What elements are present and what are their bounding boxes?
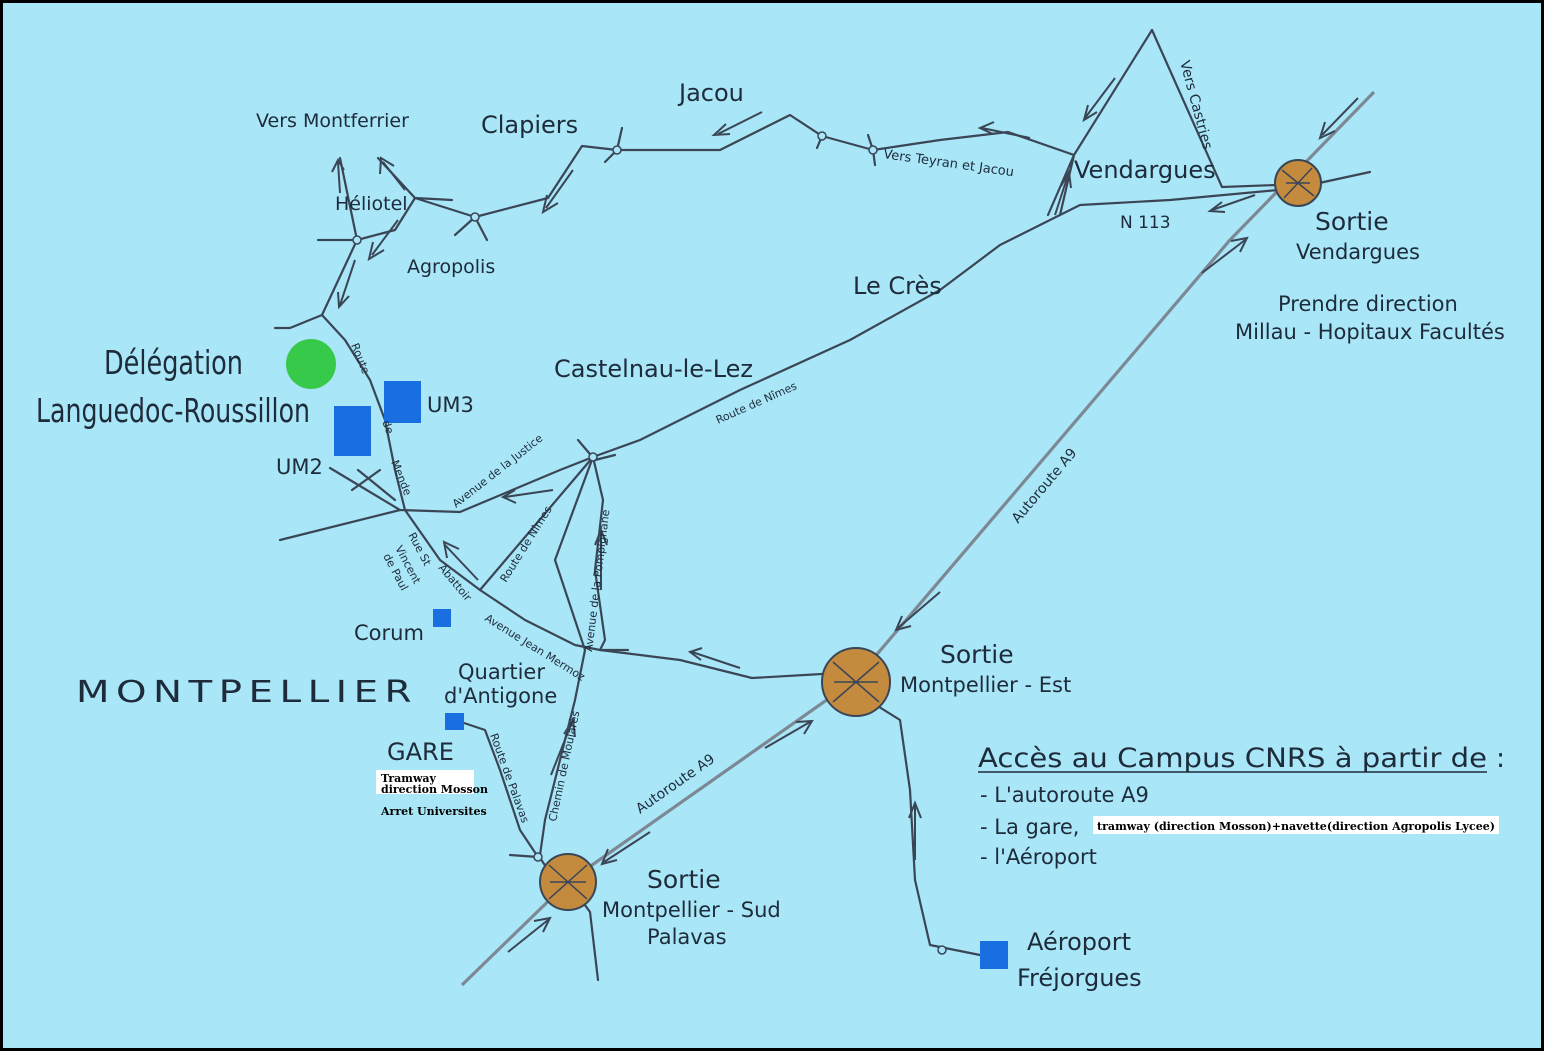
label-exit-vendargues-sub: Vendargues	[1296, 240, 1420, 264]
label-exit-sud-title: Sortie	[647, 865, 721, 894]
label-delegation-line1: Délégation	[104, 343, 243, 382]
um3-marker	[384, 381, 421, 423]
exit-montpellier-est-marker	[821, 647, 891, 717]
road-junctions	[352, 131, 947, 955]
label-castelnau: Castelnau-le-Lez	[554, 355, 753, 383]
legend-item-gare: - La gare,	[980, 815, 1079, 839]
label-exit-est-title: Sortie	[940, 640, 1014, 669]
legend-title: Accès au Campus CNRS à partir de	[978, 743, 1487, 774]
tram-note-line2: direction Mosson	[381, 783, 488, 796]
label-um3: UM3	[427, 393, 474, 417]
label-quartier-line2: d'Antigone	[444, 684, 557, 708]
label-exit-vendargues-note1: Prendre direction	[1278, 292, 1458, 316]
legend-item-gare-note: tramway (direction Mosson)+navette(direc…	[1097, 820, 1495, 833]
label-vers-montferrier: Vers Montferrier	[256, 110, 409, 132]
label-delegation-line2: Languedoc-Roussillon	[36, 391, 310, 430]
label-exit-est-sub: Montpellier - Est	[900, 673, 1071, 697]
delegation-marker	[286, 339, 336, 389]
label-le-cres: Le Crès	[853, 272, 942, 300]
label-gare: GARE	[387, 738, 454, 766]
exit-montpellier-sud-marker	[539, 853, 597, 911]
label-agropolis: Agropolis	[407, 256, 495, 278]
legend-item-airport: - l'Aéroport	[980, 845, 1097, 869]
label-jacou: Jacou	[677, 79, 744, 107]
place-labels: Vers Montferrier Clapiers Jacou Héliotel…	[36, 79, 1216, 766]
label-airport-line2: Fréjorgues	[1017, 964, 1142, 992]
label-montpellier: MONTPELLIER	[76, 675, 418, 710]
label-exit-sud-sub1: Montpellier - Sud	[602, 898, 781, 922]
gare-marker	[445, 713, 464, 730]
tram-note-line1: Tramway	[381, 772, 437, 785]
tram-note: Tramway direction Mosson Arret Universit…	[376, 770, 488, 818]
label-clapiers: Clapiers	[481, 111, 578, 139]
tram-note-line3: Arret Universites	[380, 805, 487, 818]
label-um2: UM2	[276, 455, 323, 479]
exit-labels: Sortie Vendargues Prendre direction Mill…	[602, 207, 1505, 949]
label-exit-vendargues-title: Sortie	[1315, 207, 1389, 236]
legend-item-a9: - L'autoroute A9	[980, 783, 1149, 807]
corum-marker	[433, 609, 451, 627]
label-exit-vendargues-note2: Millau - Hopitaux Facultés	[1235, 320, 1505, 344]
label-quartier-line1: Quartier	[458, 660, 545, 684]
label-heliotel: Héliotel	[335, 193, 408, 215]
label-vendargues: Vendargues	[1074, 156, 1216, 184]
label-airport-line1: Aéroport	[1027, 928, 1131, 956]
label-corum: Corum	[354, 621, 424, 645]
legend-colon: :	[1496, 743, 1505, 774]
um2-marker	[334, 406, 371, 456]
label-n113: N 113	[1120, 213, 1171, 233]
road-label-route-mende-2: de	[379, 418, 396, 436]
label-exit-sud-sub2: Palavas	[647, 925, 727, 949]
access-legend: Accès au Campus CNRS à partir de : - L'a…	[978, 743, 1505, 869]
exit-vendargues-marker	[1274, 159, 1322, 207]
airport-marker	[980, 941, 1008, 969]
direction-arrows	[331, 77, 1359, 953]
